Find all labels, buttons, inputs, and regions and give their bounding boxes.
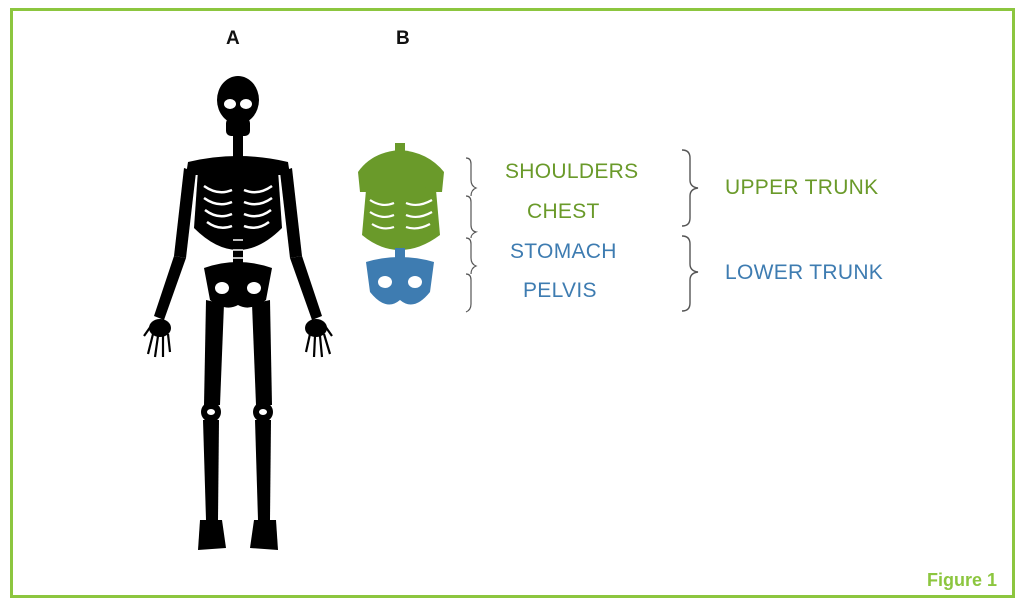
chest-label: CHEST xyxy=(527,200,600,224)
full-skeleton-illustration xyxy=(144,76,332,550)
shoulders-label: SHOULDERS xyxy=(505,160,638,184)
figure-caption: Figure 1 xyxy=(927,570,997,591)
upper-trunk-bones-illustration xyxy=(358,143,444,255)
upper-trunk-label: UPPER TRUNK xyxy=(725,176,878,200)
lower-trunk-label: LOWER TRUNK xyxy=(725,261,883,285)
stomach-label: STOMACH xyxy=(510,240,617,264)
pelvis-label: PELVIS xyxy=(523,279,597,303)
group-brackets xyxy=(682,150,698,311)
region-brackets xyxy=(466,158,476,312)
lower-trunk-bones-illustration xyxy=(366,248,434,305)
